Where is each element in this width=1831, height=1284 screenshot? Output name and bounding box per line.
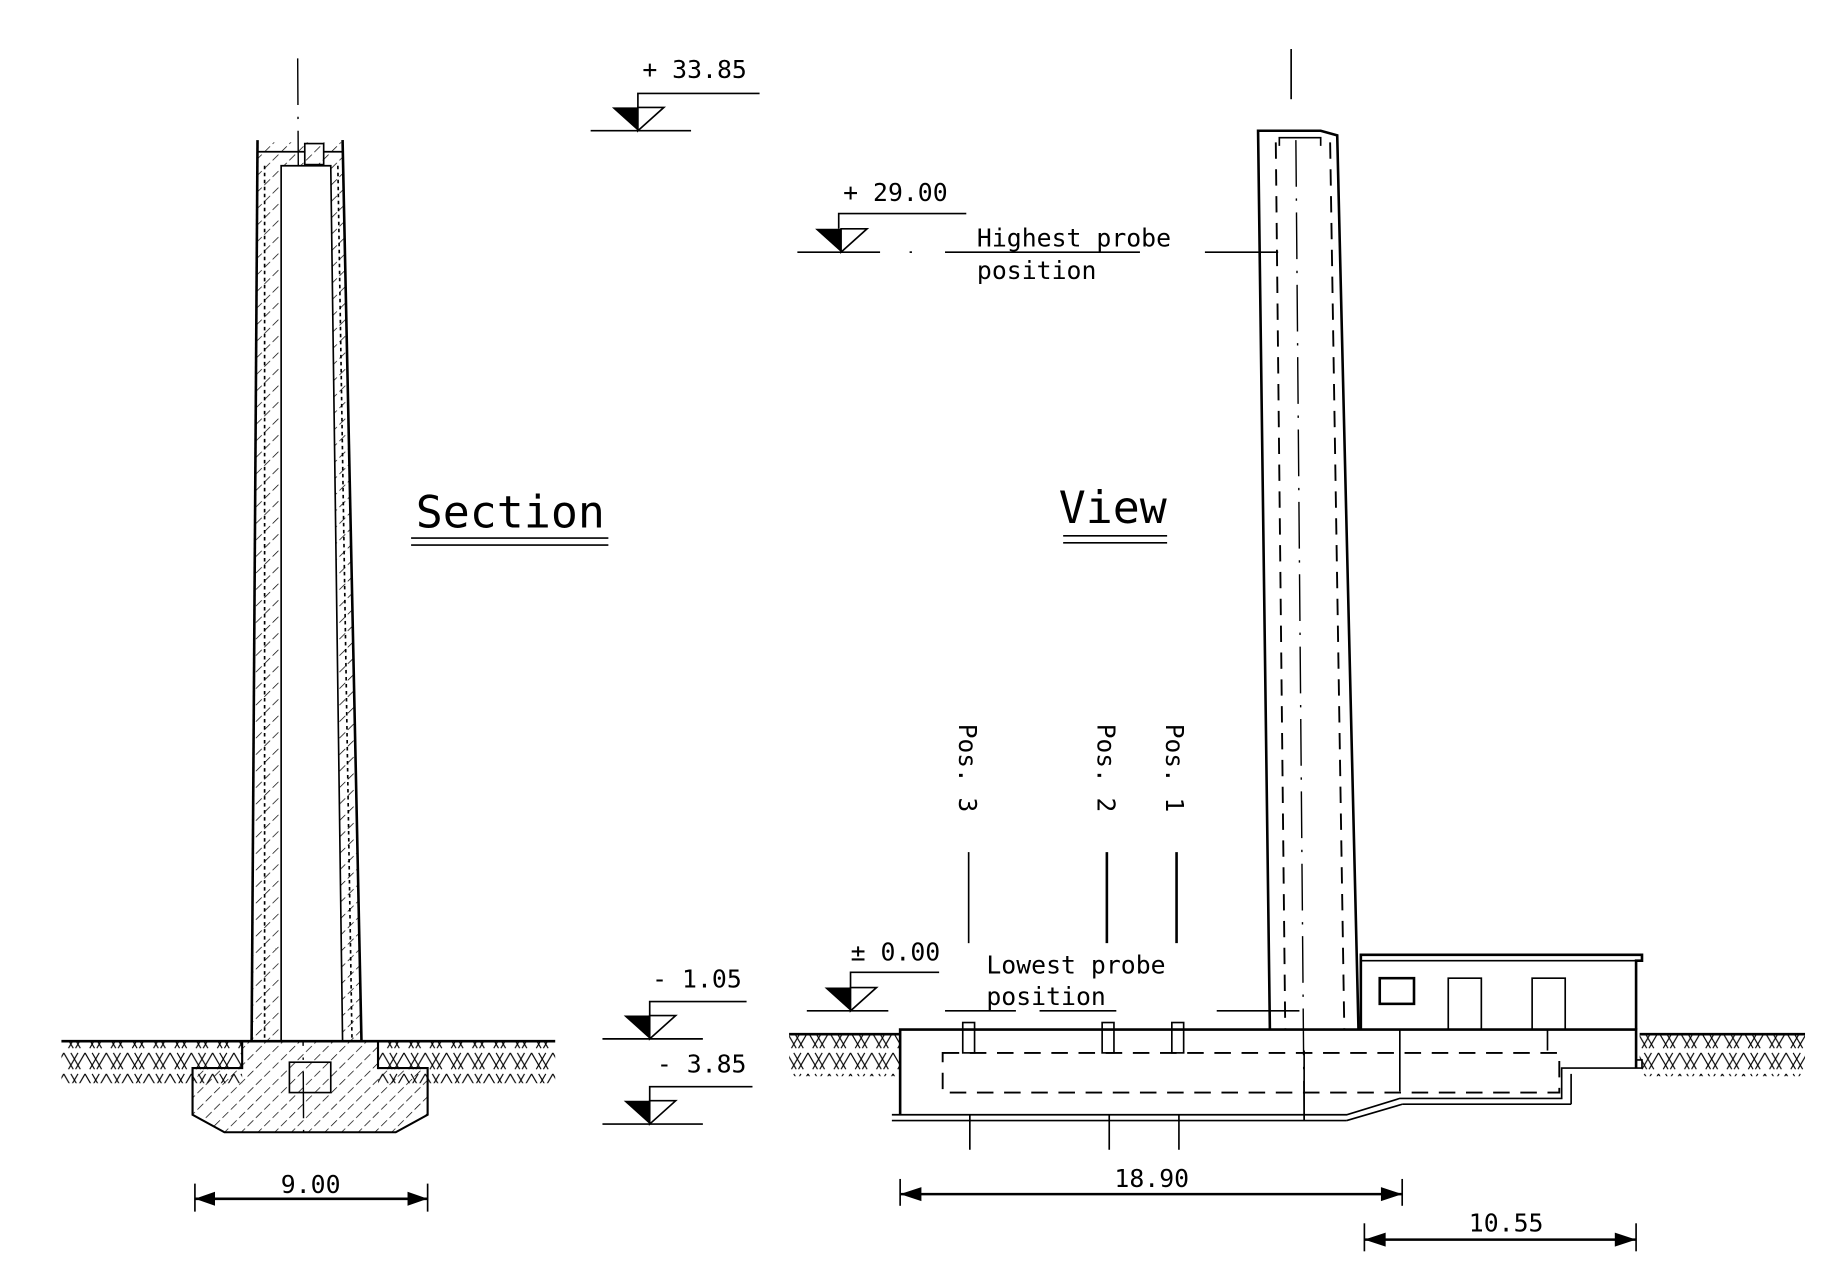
building-dim-label: 10.55 — [1469, 1209, 1544, 1238]
view-title: View — [1059, 482, 1168, 544]
pos-2-label: Pos. 2 — [1091, 724, 1120, 813]
level-ground-label: ± 0.00 — [851, 938, 941, 967]
door — [1447, 977, 1483, 1031]
level-marker-top: + 33.85 — [590, 55, 760, 133]
view-base-building — [789, 953, 1806, 1122]
level-marker-highest-probe: + 29.00 Highest probe position — [797, 178, 1279, 285]
level-marker-foundation-top: - 1.05 — [602, 965, 747, 1041]
section-title-text: Section — [416, 487, 605, 539]
door — [1531, 977, 1567, 1031]
section-width-label: 9.00 — [281, 1170, 341, 1199]
section-width-dimension: 9.00 — [194, 1170, 429, 1212]
view-building-dimension: 10.55 — [1363, 1209, 1637, 1252]
level-highest-probe-label: + 29.00 — [843, 178, 948, 207]
level-foundation-top-label: - 1.05 — [652, 965, 742, 994]
window — [1378, 976, 1416, 1006]
section-foundation — [61, 1039, 556, 1134]
level-marker-ground: ± 0.00 Lowest probe position — [806, 938, 1300, 1013]
view-title-text: View — [1059, 482, 1167, 534]
pos-3-label: Pos. 3 — [953, 724, 982, 813]
pos-1-label: Pos. 1 — [1160, 724, 1189, 813]
highest-probe-label-2: position — [977, 256, 1096, 285]
view-chimney — [1256, 49, 1360, 1121]
lowest-probe-label: Lowest probe — [986, 951, 1165, 980]
view-base-dimension: 18.90 — [899, 1164, 1404, 1206]
level-top-label: + 33.85 — [642, 55, 747, 84]
base-dim-label: 18.90 — [1114, 1164, 1189, 1193]
section-title: Section — [411, 487, 609, 546]
highest-probe-label: Highest probe — [977, 223, 1171, 252]
lowest-probe-label-2: position — [986, 982, 1105, 1011]
section-chimney — [250, 58, 363, 1133]
level-marker-foundation-bottom: - 3.85 — [602, 1050, 753, 1126]
level-foundation-bottom-label: - 3.85 — [657, 1050, 747, 1079]
probe-positions: Pos. 3 Pos. 2 Pos. 1 — [953, 724, 1189, 1150]
